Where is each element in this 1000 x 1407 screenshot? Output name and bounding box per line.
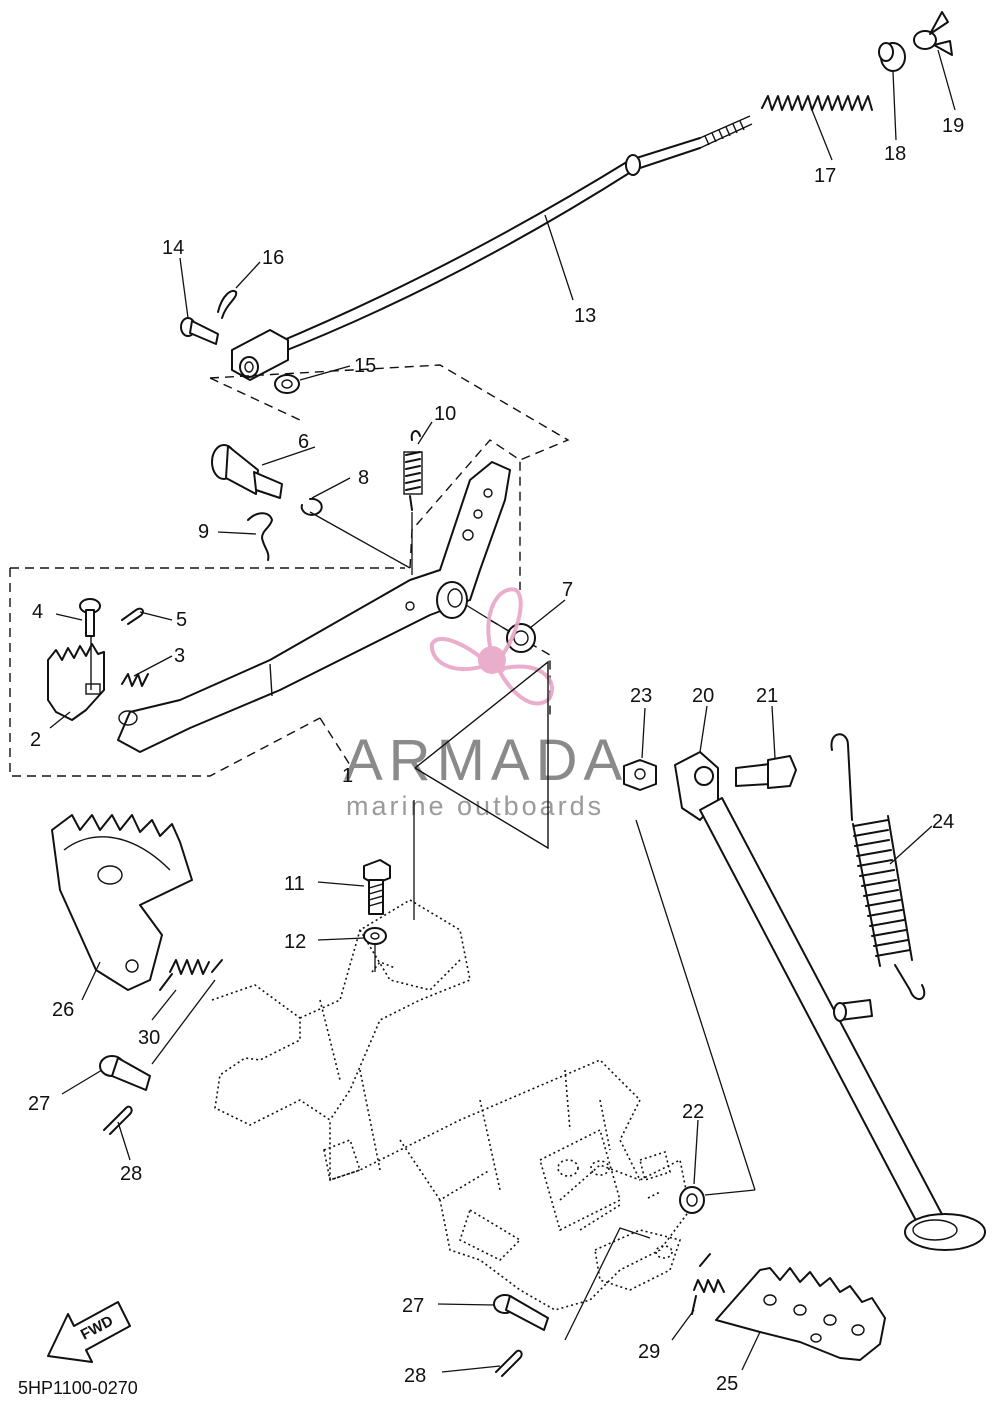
return-spring-pedal [403,430,423,511]
washer [274,374,300,394]
stand-nut [623,759,657,791]
stand-leader-line [635,819,756,1191]
assembly-outline-upper [209,364,570,461]
left-footrest-cotter [103,1105,133,1135]
callout-20: 20 [692,685,714,707]
left-footrest [51,814,193,991]
assembly-outline-left [209,377,301,421]
callout-15: 15 [354,355,376,377]
bracket-washer [363,927,387,945]
callout-14: 14 [162,237,184,259]
callout-2: 2 [30,729,41,751]
callout-9: 9 [198,521,209,543]
rod-joint [878,42,906,72]
callout-28-left: 28 [120,1163,142,1185]
right-footrest-spring [691,1253,725,1315]
stand-spring [830,733,926,1022]
callout-16: 16 [262,247,284,269]
circlip [300,497,323,516]
callout-4: 4 [32,601,43,623]
callout-18: 18 [884,143,906,165]
callout-30: 30 [138,1027,160,1049]
callout-29: 29 [638,1341,660,1363]
pedal-tip-spring [121,673,149,687]
brand-name: ARMADA [344,728,628,793]
callout-3: 3 [174,645,185,667]
right-footrest [715,1267,886,1361]
stand-bolt [735,755,797,789]
callout-21: 21 [756,685,778,707]
callout-25: 25 [716,1373,738,1395]
callout-27-left: 27 [28,1093,50,1115]
brake-pedal [117,461,511,753]
callout-1: 1 [342,765,353,787]
diagram-reference-code: 5HP1100-0270 [18,1378,138,1398]
callout-17: 17 [814,165,836,187]
split-pin [247,512,273,561]
reference-plate [414,660,549,850]
callout-5: 5 [176,609,187,631]
frame-chassis [211,899,691,1311]
callout-10: 10 [434,403,456,425]
right-footrest-pin [493,1294,549,1331]
callout-27-right: 27 [402,1295,424,1317]
rod-spring [761,95,873,111]
wing-nut [913,11,953,56]
callout-7: 7 [562,579,573,601]
pedal-tip [47,643,105,721]
pivot-shaft [211,444,283,499]
pedal-tip-cotter [121,607,144,625]
brake-rod [271,115,753,357]
callout-13: 13 [574,305,596,327]
bracket-bolt [363,859,391,915]
rod-clevis [231,329,289,381]
fwd-arrow-icon: FWD [47,1301,131,1363]
callout-8: 8 [358,467,369,489]
callout-11: 11 [284,873,305,895]
callout-6: 6 [298,431,309,453]
right-footrest-cotter [495,1349,523,1377]
callout-leaders [49,49,956,1373]
pedal-outline-box [9,567,405,777]
left-footrest-pin [99,1055,151,1091]
callout-23: 23 [630,685,652,707]
callout-26: 26 [52,999,74,1021]
callout-24: 24 [932,811,954,833]
brand-tagline: marine outboards [346,791,604,821]
left-footrest-spring [159,959,223,991]
callout-19: 19 [942,115,964,137]
armada-logo: ARMADA marine outboards [344,587,628,821]
pedal-outline-box-right [409,439,521,590]
callout-22: 22 [682,1101,704,1123]
pedal-tip-pin [79,598,101,690]
cotter-pin [217,290,238,319]
clevis-pin [180,317,219,345]
callout-12: 12 [284,931,306,953]
callout-numbers: 1 2 3 4 5 6 7 8 9 10 11 12 13 14 15 16 1… [28,115,964,1395]
callout-28-right: 28 [404,1365,426,1387]
stand-collar [679,1186,705,1214]
